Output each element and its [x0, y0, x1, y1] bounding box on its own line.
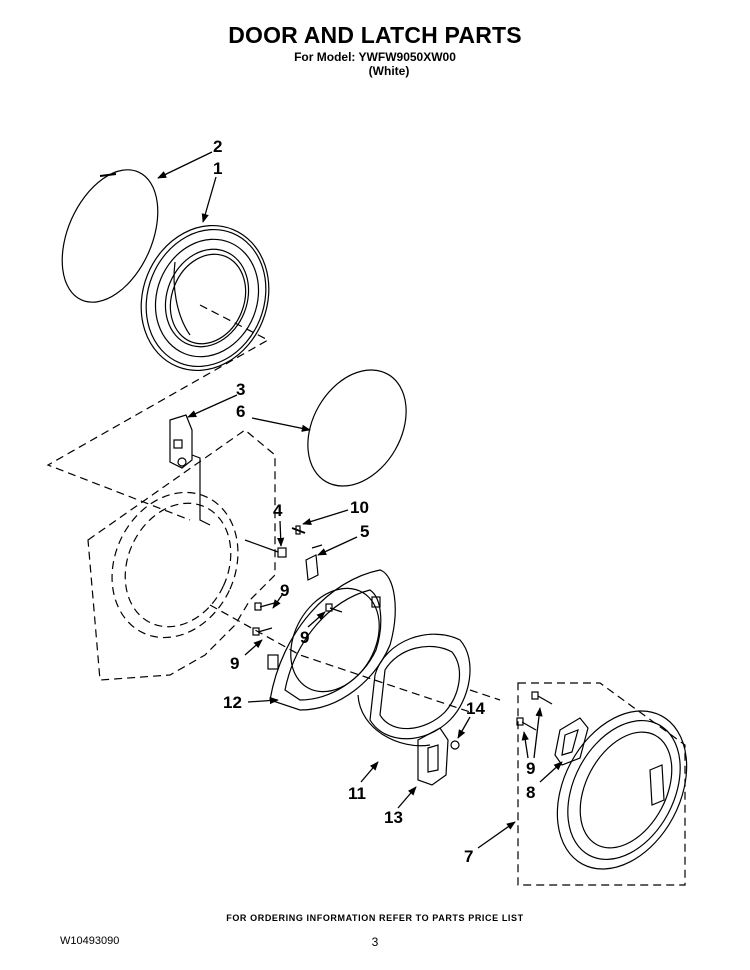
callout-11: 11: [348, 784, 366, 803]
handle-part-8: [554, 717, 589, 766]
latch-part-13: [417, 727, 460, 786]
callout-12: 12: [223, 693, 242, 712]
callout-6: 6: [236, 402, 245, 421]
callout-9-upper: 9: [280, 581, 289, 600]
callout-8: 8: [526, 783, 535, 802]
callout-9-right: 9: [526, 759, 535, 778]
callout-7: 7: [464, 847, 473, 866]
callout-2: 2: [213, 137, 222, 156]
screw-part-10: [291, 525, 306, 535]
callout-14: 14: [466, 699, 485, 718]
outer-door-part: [517, 682, 688, 886]
document-number: W10493090: [60, 935, 120, 947]
screws-part-9-right: [516, 691, 553, 731]
callout-3: 3: [236, 380, 245, 399]
callout-5: 5: [360, 522, 369, 541]
assembly-line-2: [209, 604, 471, 713]
door-bowl-part: [357, 633, 471, 747]
ordering-note: FOR ORDERING INFORMATION REFER TO PARTS …: [226, 913, 524, 923]
cabinet-front-outline: [87, 429, 276, 681]
callout-arrows: [157, 151, 563, 849]
callout-13: 13: [384, 808, 403, 827]
assembly-line-1: [46, 304, 270, 521]
inner-ring-part: [267, 569, 396, 711]
hinge-part: [169, 414, 211, 526]
callout-4: 4: [273, 501, 283, 520]
callout-9-lower: 9: [230, 654, 239, 673]
assembly-line-3: [469, 689, 501, 701]
page-title: DOOR AND LATCH PARTS: [228, 22, 522, 48]
inner-glass-part: [307, 369, 407, 487]
screw-part-4: [244, 539, 287, 558]
outer-glass-part: [61, 169, 159, 303]
callout-1: 1: [213, 159, 222, 178]
callout-9-middle: 9: [300, 628, 309, 647]
page-number: 3: [371, 935, 379, 949]
color-label: (White): [368, 64, 410, 78]
strike-part-5: [305, 544, 323, 581]
color-line: (White): [0, 64, 750, 78]
door-ring-part: [140, 224, 270, 372]
callout-10: 10: [350, 498, 369, 517]
model-line: For Model: YWFW9050XW00: [294, 50, 456, 64]
